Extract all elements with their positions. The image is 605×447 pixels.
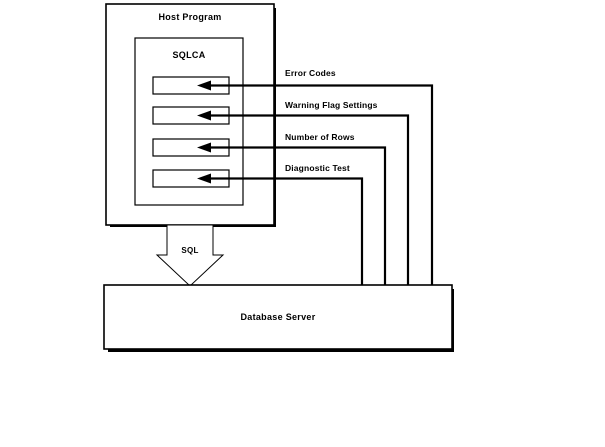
- number-of-rows-arrowhead-icon: [197, 142, 211, 153]
- database-server-title: Database Server: [240, 312, 315, 322]
- error-codes-arrowhead-icon: [197, 80, 211, 91]
- diagnostic-test-arrowhead-icon: [197, 173, 211, 184]
- warning-flag-settings-label: Warning Flag Settings: [285, 100, 378, 110]
- number-of-rows-connector: Number of Rows: [197, 132, 387, 285]
- database-server-box: Database Server: [103, 284, 454, 352]
- host-program-title: Host Program: [158, 12, 221, 22]
- warning-flag-settings-connector: Warning Flag Settings: [197, 100, 410, 285]
- number-of-rows-path: [209, 146, 387, 285]
- warning-flag-settings-arrowhead-icon: [197, 110, 211, 121]
- diagnostic-test-connector: Diagnostic Test: [197, 163, 364, 285]
- number-of-rows-label: Number of Rows: [285, 132, 355, 142]
- sql-arrow-label: SQL: [181, 246, 198, 255]
- diagnostic-test-path: [209, 177, 364, 285]
- error-codes-label: Error Codes: [285, 68, 336, 78]
- database-server-shadow-bottom: [108, 348, 454, 352]
- sql-arrow: SQL: [155, 224, 225, 287]
- warning-flag-settings-path: [209, 114, 410, 285]
- sqlca-title: SQLCA: [173, 50, 206, 60]
- error-codes-connector: Error Codes: [197, 68, 434, 285]
- database-server-outline: [103, 284, 453, 350]
- sql-arrow-shape-icon: [155, 224, 225, 287]
- error-codes-path: [209, 84, 434, 285]
- diagnostic-test-label: Diagnostic Test: [285, 163, 350, 173]
